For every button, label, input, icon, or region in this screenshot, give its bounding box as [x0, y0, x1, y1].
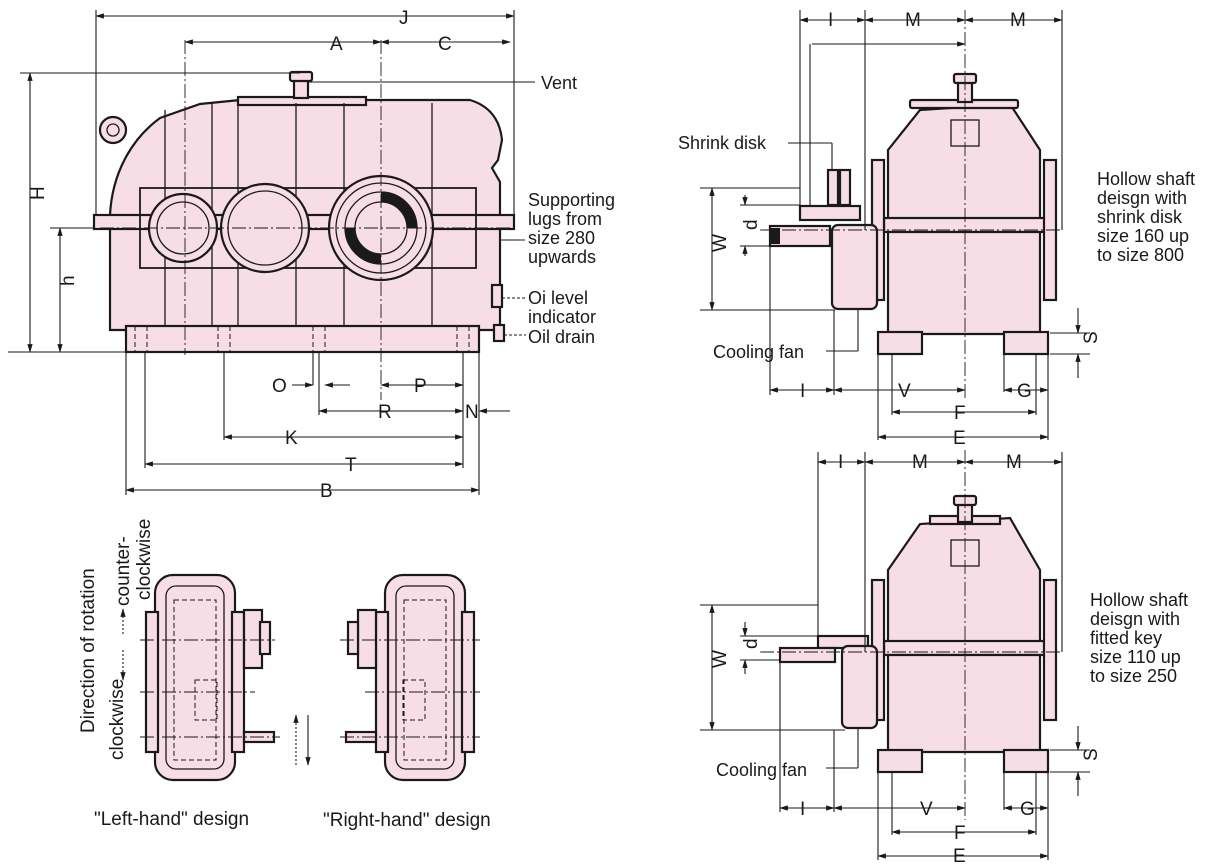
dim-M1-1: M — [905, 10, 921, 31]
dim-V-1: V — [898, 381, 911, 402]
oil-drain-label: Oil drain — [528, 327, 595, 347]
dim-O: O — [272, 376, 287, 397]
dim-W-1: W — [710, 234, 731, 252]
rotation-title: Direction of rotation — [78, 568, 99, 733]
dim-M2-1: M — [1010, 10, 1026, 31]
dim-W-2: W — [710, 650, 731, 668]
rotation-diagrams: Direction of rotation counter- clockwise… — [78, 519, 491, 831]
caption-shrink-1: Hollow shaft — [1097, 169, 1195, 189]
caption-key-1: Hollow shaft — [1090, 590, 1188, 610]
lugs-label-2: lugs from — [528, 209, 602, 229]
shrink-disk — [826, 168, 840, 207]
cooling-fan — [830, 223, 879, 311]
dim-M1-2: M — [912, 452, 928, 473]
lugs-label-4: upwards — [528, 247, 596, 267]
side-housing-upper — [886, 102, 1042, 232]
rotation-ccw-2: clockwise — [134, 519, 155, 600]
dim-G-1: G — [1017, 381, 1032, 402]
shrink-disk-label: Shrink disk — [678, 133, 767, 153]
foot-right — [1002, 330, 1050, 356]
left-hand-caption: "Left-hand" design — [94, 809, 249, 830]
rotation-ccw-1: counter- — [113, 536, 134, 606]
dim-d-2: d — [741, 638, 762, 649]
dim-I-top-2: I — [838, 452, 843, 473]
dim-J: J — [399, 8, 409, 29]
dim-N: N — [465, 402, 479, 423]
dim-E-1: E — [953, 428, 966, 449]
lifting-eye — [98, 115, 128, 145]
caption-shrink-5: to size 800 — [1097, 245, 1184, 265]
cooling-fan-label-1: Cooling fan — [713, 342, 804, 362]
dim-d-1: d — [741, 219, 762, 230]
left-hand-unit — [153, 573, 237, 782]
front-view: J A C H h O P R N K T B Vent Supporting … — [8, 8, 615, 502]
dim-I-bottom-1: I — [800, 381, 805, 402]
lugs-label-1: Supporting — [528, 190, 615, 210]
side-view-fitted-key: I M M W d S I V G F E Cooling fan Hollow… — [700, 450, 1188, 865]
caption-shrink-3: shrink disk — [1097, 207, 1183, 227]
dim-E-2: E — [953, 846, 966, 865]
dim-R: R — [378, 402, 392, 423]
oil-level-label-1: Oi level — [528, 288, 588, 308]
caption-key-5: to size 250 — [1090, 666, 1177, 686]
side-view-shrink-disk: I M M W d S I V G F E Shrink disk Coolin… — [678, 10, 1195, 449]
dim-I-bottom-2: I — [800, 799, 805, 820]
lugs-label-3: size 280 — [528, 228, 595, 248]
dim-C: C — [438, 34, 452, 55]
caption-key-3: fitted key — [1090, 628, 1162, 648]
caption-shrink-4: size 160 up — [1097, 226, 1189, 246]
right-hand-caption: "Right-hand" design — [323, 810, 491, 831]
dim-h: h — [58, 275, 79, 286]
dim-B: B — [320, 481, 333, 502]
dim-S-1: S — [1081, 331, 1102, 344]
dim-I-top-1: I — [828, 10, 833, 31]
dim-T: T — [345, 455, 357, 476]
dim-H: H — [28, 186, 49, 200]
dim-P: P — [414, 376, 427, 397]
dim-F-2: F — [954, 823, 966, 844]
dim-A: A — [330, 34, 343, 55]
dim-V-2: V — [920, 799, 933, 820]
foot-left — [876, 330, 924, 356]
dim-M2-2: M — [1006, 452, 1022, 473]
rotation-cw: clockwise — [107, 679, 128, 760]
dim-G-2: G — [1020, 799, 1035, 820]
caption-shrink-2: deisgn with — [1097, 188, 1187, 208]
vent-label: Vent — [541, 73, 577, 93]
oil-level-label-2: indicator — [528, 307, 596, 327]
caption-key-2: deisgn with — [1090, 609, 1180, 629]
cooling-fan-label-2: Cooling fan — [716, 760, 807, 780]
base-plate — [124, 324, 481, 354]
dim-S-2: S — [1081, 748, 1102, 761]
right-hand-unit — [383, 573, 467, 782]
caption-key-4: size 110 up — [1090, 647, 1181, 667]
dim-F-1: F — [954, 403, 966, 424]
dim-K: K — [285, 428, 298, 449]
